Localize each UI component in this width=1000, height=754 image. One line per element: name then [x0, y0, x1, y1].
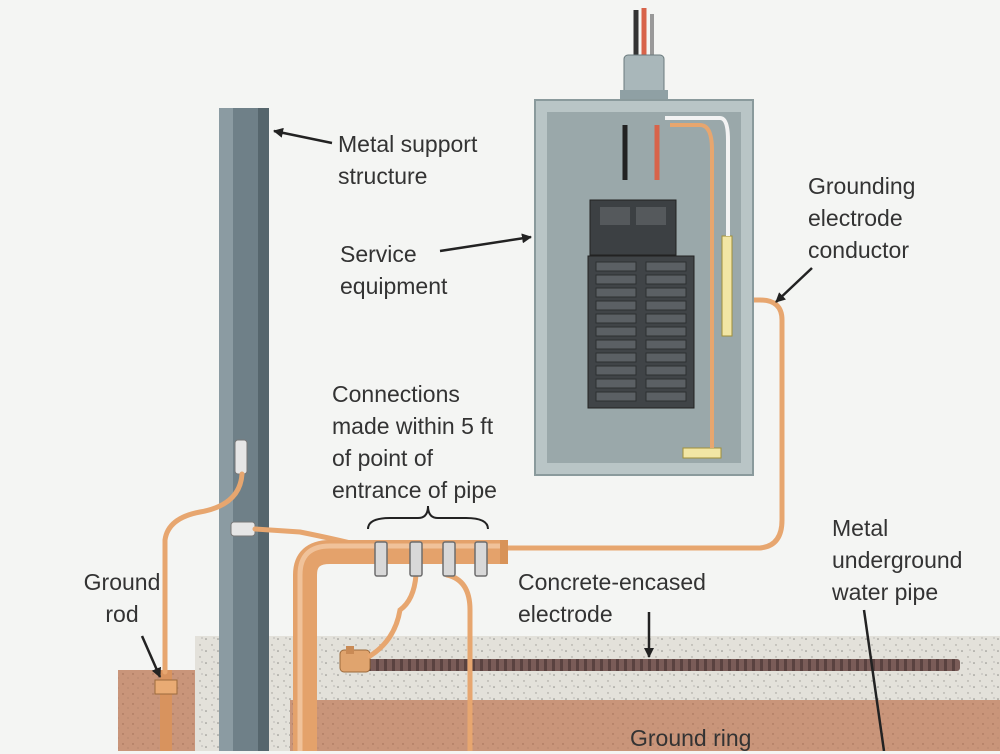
label-concrete-encased: Concrete-encased electrode: [518, 566, 706, 630]
breaker: [595, 326, 637, 337]
label-grounding-electrode-conductor: Grounding electrode conductor: [808, 170, 915, 266]
label-connections: Connections made within 5 ft of point of…: [332, 378, 497, 506]
breaker: [595, 287, 637, 298]
service-panel: [534, 99, 754, 476]
rebar-electrode: [350, 659, 960, 671]
label-line: electrode: [518, 601, 613, 627]
breaker: [645, 287, 687, 298]
label-line: conductor: [808, 237, 910, 263]
breaker: [595, 274, 637, 285]
breaker: [645, 352, 687, 363]
breaker: [645, 365, 687, 376]
breaker: [595, 313, 637, 324]
concrete-footing: [195, 636, 1000, 751]
label-arrows: [140, 127, 886, 751]
breaker: [645, 326, 687, 337]
label-line: Connections: [332, 381, 460, 407]
label-water-pipe: Metal underground water pipe: [832, 512, 962, 608]
label-line: Ground: [83, 569, 161, 595]
water-pipe: [293, 540, 508, 751]
label-ground-ring: Ground ring: [630, 725, 752, 751]
breaker: [645, 378, 687, 389]
label-line: Metal support: [338, 131, 478, 157]
ground-rod: [154, 670, 178, 751]
breaker: [595, 261, 637, 272]
pipe-clamps: [374, 541, 488, 577]
breaker: [645, 313, 687, 324]
label-ground-rod: Ground rod: [70, 566, 174, 630]
breaker: [645, 300, 687, 311]
label-line: structure: [338, 163, 428, 189]
label-metal-support: Metal support structure: [338, 128, 477, 192]
breaker: [645, 339, 687, 350]
service-entrance-conduit: [620, 8, 668, 106]
label-line: Concrete-encased: [518, 569, 706, 595]
label-line: made within 5 ft: [332, 413, 494, 439]
label-line: electrode: [808, 205, 903, 231]
breaker: [645, 391, 687, 402]
breaker: [595, 339, 637, 350]
label-line: Metal: [832, 515, 889, 541]
label-line: Grounding: [808, 173, 916, 199]
breaker: [645, 261, 687, 272]
label-line: water pipe: [832, 579, 939, 605]
breaker: [595, 352, 637, 363]
breaker: [595, 391, 637, 402]
breaker: [595, 300, 637, 311]
copper-conductors: [162, 297, 785, 751]
breaker: [595, 365, 637, 376]
label-line: equipment: [340, 273, 448, 299]
label-service-equipment: Service equipment: [340, 238, 447, 302]
label-line: of point of: [332, 445, 434, 471]
rebar-clamp: [339, 646, 371, 673]
breaker: [645, 274, 687, 285]
breaker: [595, 378, 637, 389]
label-line: Service: [340, 241, 417, 267]
label-line: rod: [105, 601, 139, 627]
metal-support-pole: [219, 108, 269, 751]
label-line: entrance of pipe: [332, 477, 497, 503]
label-line: underground: [832, 547, 963, 573]
